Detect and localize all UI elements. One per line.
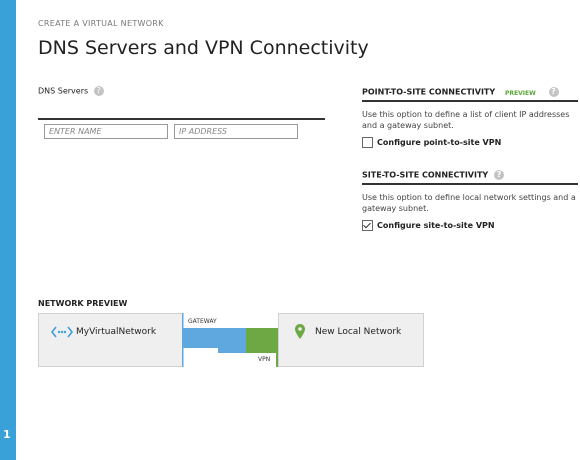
virtual-network-box: MyVirtualNetwork [38, 313, 183, 367]
point-to-site-heading-text: POINT-TO-SITE CONNECTIVITY [362, 87, 496, 97]
help-icon[interactable]: ? [548, 87, 559, 97]
site-to-site-description: Use this option to define local network … [362, 193, 576, 213]
step-number: 1 [3, 428, 11, 441]
dns-servers-label-text: DNS Servers [38, 86, 89, 96]
dns-servers-label: DNS Servers ? [38, 86, 104, 96]
virtual-network-icon [51, 326, 73, 338]
page-title: DNS Servers and VPN Connectivity [38, 37, 369, 59]
virtual-network-name: MyVirtualNetwork [76, 327, 157, 337]
point-to-site-description: Use this option to define a list of clie… [362, 110, 570, 130]
checkbox-label[interactable]: Configure point-to-site VPN [377, 138, 502, 147]
network-preview: MyVirtualNetwork GATEWAY VPN New Local N… [38, 313, 424, 367]
wizard-step-rail: 1 [0, 0, 16, 460]
point-to-site-section: POINT-TO-SITE CONNECTIVITY PREVIEW ? Use… [362, 87, 578, 148]
dns-name-input[interactable] [44, 124, 168, 139]
site-to-site-heading-text: SITE-TO-SITE CONNECTIVITY [362, 170, 489, 180]
configure-point-to-site-checkbox[interactable]: Configure point-to-site VPN [362, 137, 578, 148]
gateway-label: GATEWAY [188, 318, 217, 325]
preview-badge: PREVIEW [504, 89, 536, 97]
checkbox-box[interactable] [362, 220, 373, 231]
point-to-site-heading: POINT-TO-SITE CONNECTIVITY PREVIEW ? [362, 87, 578, 102]
location-pin-icon [295, 324, 305, 339]
help-icon[interactable]: ? [494, 170, 505, 180]
local-network-name: New Local Network [315, 327, 402, 337]
gateway-vpn-connector: GATEWAY VPN [182, 313, 278, 367]
checkbox-box[interactable] [362, 137, 373, 148]
site-to-site-section: SITE-TO-SITE CONNECTIVITY ? Use this opt… [362, 170, 578, 231]
site-to-site-heading: SITE-TO-SITE CONNECTIVITY ? [362, 170, 578, 185]
checkbox-label[interactable]: Configure site-to-site VPN [377, 221, 495, 230]
connector-graphic [182, 313, 278, 367]
network-preview-heading: NETWORK PREVIEW [38, 299, 128, 308]
dns-servers-table [38, 118, 325, 152]
dns-ip-input[interactable] [174, 124, 298, 139]
help-icon[interactable]: ? [93, 86, 104, 96]
local-network-box: New Local Network [278, 313, 424, 367]
wizard-label: CREATE A VIRTUAL NETWORK [38, 19, 164, 28]
configure-site-to-site-checkbox[interactable]: Configure site-to-site VPN [362, 220, 578, 231]
vpn-label: VPN [258, 356, 271, 363]
